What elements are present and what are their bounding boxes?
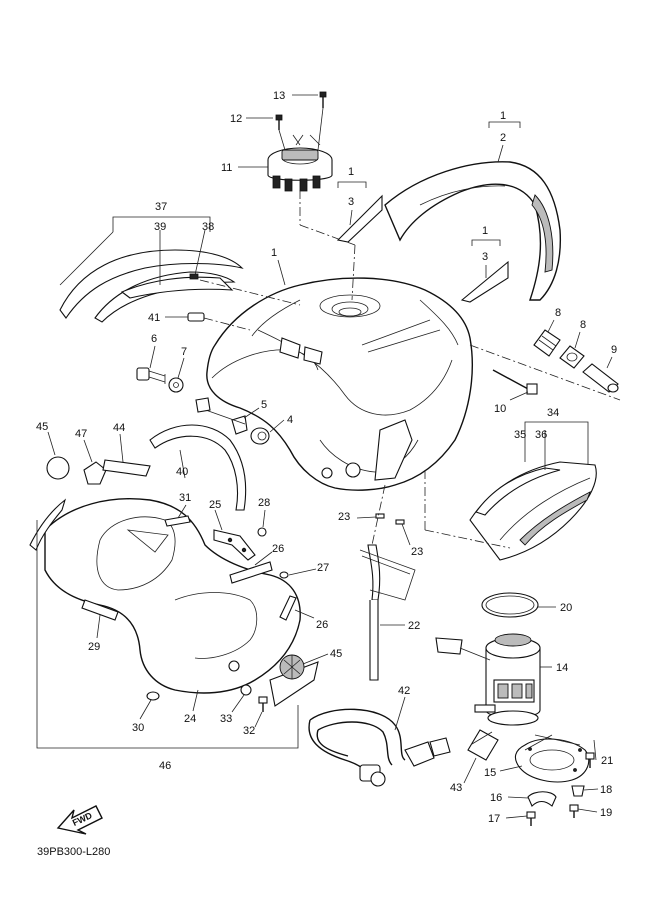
callout-3: 3 (482, 251, 488, 263)
fuel-cap-assembly (267, 91, 356, 301)
callout-18: 18 (600, 784, 612, 796)
decal-top-stripe (384, 161, 562, 301)
bracket-46 (36, 520, 299, 749)
callout-5: 5 (261, 399, 267, 411)
callout-23: 23 (338, 511, 350, 523)
o-ring-20 (481, 592, 539, 618)
callout-36: 36 (535, 429, 547, 441)
callout-28: 28 (258, 497, 270, 509)
callout-24: 24 (184, 713, 196, 725)
callout-3: 3 (348, 196, 354, 208)
callout-41: 41 (148, 312, 160, 324)
callout-26: 26 (316, 619, 328, 631)
callout-39: 39 (154, 221, 166, 233)
washer-7 (168, 377, 184, 393)
fuel-pump-14 (435, 633, 541, 726)
callout-32: 32 (243, 725, 255, 737)
callout-2: 2 (500, 132, 506, 144)
callout-45: 45 (36, 421, 48, 433)
fwd-label: FWD (71, 810, 94, 828)
callout-1: 1 (482, 225, 488, 237)
callout-35: 35 (514, 429, 526, 441)
callout-47: 47 (75, 428, 87, 440)
callout-1: 1 (271, 247, 277, 259)
callout-9: 9 (611, 344, 617, 356)
callout-7: 7 (181, 346, 187, 358)
hose-assembly (359, 470, 511, 681)
callout-25: 25 (209, 499, 221, 511)
callout-22: 22 (408, 620, 420, 632)
callout-34: 34 (547, 407, 559, 419)
callout-19: 19 (600, 807, 612, 819)
decal-3-lower (460, 260, 509, 303)
callout-15: 15 (484, 767, 496, 779)
bolt-10 (492, 369, 538, 395)
trim-40 (149, 424, 247, 511)
side-decal-left (59, 229, 301, 323)
callout-20: 20 (560, 602, 572, 614)
callout-4: 4 (287, 414, 293, 426)
callout-17: 17 (488, 813, 500, 825)
bracket-collar-5 (195, 397, 248, 435)
callout-45: 45 (330, 648, 342, 660)
callout-21: 21 (601, 755, 613, 767)
callout-44: 44 (113, 422, 125, 434)
pump-plate-15 (514, 734, 590, 783)
callout-6: 6 (151, 333, 157, 345)
callout-1: 1 (348, 166, 354, 178)
callout-8: 8 (555, 307, 561, 319)
forward-arrow-icon: FWD (56, 805, 103, 835)
callout-labels: 13 12 11 1 2 1 3 1 3 37 39 38 1 41 6 7 5… (36, 90, 617, 825)
pipe-9 (582, 363, 619, 393)
callout-42: 42 (398, 685, 410, 697)
damper-8a (533, 329, 561, 357)
bolt-6 (136, 367, 166, 384)
callout-10: 10 (494, 403, 506, 415)
callout-40: 40 (176, 466, 188, 478)
callout-16: 16 (490, 792, 502, 804)
fuel-tank (206, 277, 473, 491)
damper-8b (559, 345, 585, 369)
callout-38: 38 (202, 221, 214, 233)
callout-8: 8 (580, 319, 586, 331)
front-shroud-24 (29, 456, 319, 712)
callout-11: 11 (221, 162, 232, 174)
callout-1: 1 (500, 110, 506, 122)
callout-13: 13 (273, 90, 285, 102)
decal-3-upper (336, 194, 383, 243)
callout-37: 37 (155, 201, 167, 213)
callout-31: 31 (179, 492, 191, 504)
callout-23: 23 (411, 546, 423, 558)
callout-27: 27 (317, 562, 329, 574)
callout-30: 30 (132, 722, 144, 734)
leader-lines (47, 94, 613, 819)
callout-33: 33 (220, 713, 232, 725)
fuel-hose-42 (308, 708, 451, 787)
callout-29: 29 (88, 641, 100, 653)
diagram-code: 39PB300-L280 (37, 846, 110, 858)
small-hardware (526, 752, 595, 826)
callout-26: 26 (272, 543, 284, 555)
side-cover-right (469, 430, 597, 561)
grommet-4 (250, 427, 270, 445)
callout-12: 12 (230, 113, 242, 125)
callout-14: 14 (556, 662, 568, 674)
callout-46: 46 (159, 760, 171, 772)
callout-43: 43 (450, 782, 462, 794)
clamp-43 (467, 729, 499, 761)
